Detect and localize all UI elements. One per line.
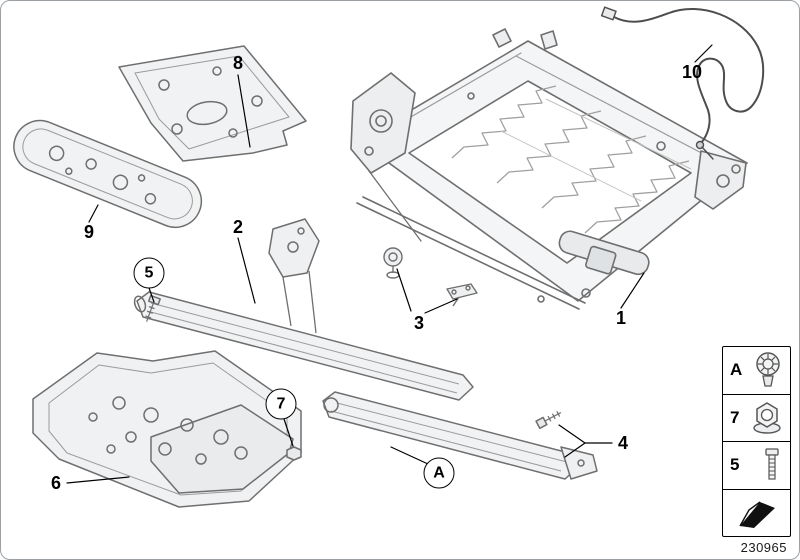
fastener-legend: A 7 5 xyxy=(722,346,791,537)
seat-rail-part2 xyxy=(133,218,474,401)
callout-4[interactable]: 4 xyxy=(617,433,629,453)
callout-5-circled[interactable]: 5 xyxy=(133,257,165,289)
flange-nut-icon xyxy=(753,401,781,434)
legend-row-7[interactable]: 7 xyxy=(723,393,790,442)
seat-rail-part4 xyxy=(322,391,598,480)
cable-harness-part10 xyxy=(600,6,765,160)
callout-8[interactable]: 8 xyxy=(232,53,244,73)
legend-row-5[interactable]: 5 xyxy=(723,441,790,489)
callout-leader-lines xyxy=(66,44,713,484)
seat-spring-wires xyxy=(451,85,692,234)
callout-6[interactable]: 6 xyxy=(50,473,62,493)
legend-label-a: A xyxy=(730,360,743,380)
callout-2[interactable]: 2 xyxy=(232,217,244,237)
diagram-number: 230965 xyxy=(740,540,787,555)
seat-frame-part1 xyxy=(350,28,748,310)
callout-9[interactable]: 9 xyxy=(83,222,95,242)
rail-bolt xyxy=(535,411,562,430)
legend-label-7: 7 xyxy=(730,407,740,427)
trim-panel-part9 xyxy=(13,119,203,229)
callout-a-circled[interactable]: A xyxy=(423,457,455,489)
callout-1[interactable]: 1 xyxy=(615,308,627,328)
rail-nut-part7 xyxy=(286,446,302,461)
small-fittings-part3 xyxy=(383,247,478,307)
callout-7-circled[interactable]: 7 xyxy=(265,388,297,420)
callout-3[interactable]: 3 xyxy=(413,313,425,333)
crossmember-plate-part8 xyxy=(118,45,307,162)
seat-pan-part6 xyxy=(32,350,302,508)
rail-screw-part5 xyxy=(145,294,161,322)
legend-row-arrow[interactable] xyxy=(723,488,790,537)
legend-row-a[interactable]: A xyxy=(723,347,790,394)
callout-10[interactable]: 10 xyxy=(681,62,703,82)
hex-bolt-icon xyxy=(756,352,780,387)
direction-arrow-icon xyxy=(738,501,775,528)
machine-screw-icon xyxy=(765,448,779,480)
legend-label-5: 5 xyxy=(730,455,740,475)
